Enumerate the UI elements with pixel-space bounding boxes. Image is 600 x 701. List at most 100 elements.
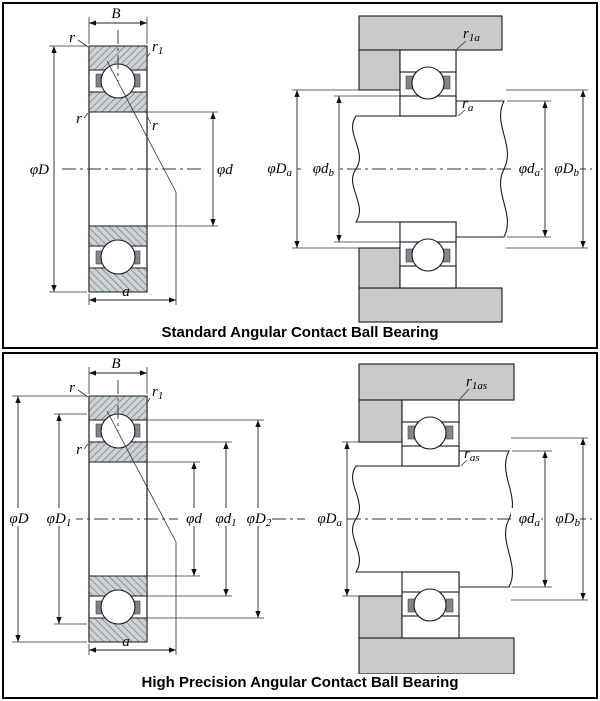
label-backing bbox=[511, 159, 541, 176]
dimension-ras: ras bbox=[460, 446, 480, 467]
dimension-phiD: φD bbox=[5, 395, 87, 643]
mounting-diagram bbox=[272, 15, 592, 323]
dimension-phida: φda bbox=[511, 450, 552, 588]
label-backing bbox=[210, 508, 242, 526]
label-backing bbox=[242, 508, 276, 526]
cross-section-diagram bbox=[44, 380, 274, 643]
dimension-r1as: r1as bbox=[459, 374, 487, 400]
dim-label-phiDa: φDa bbox=[267, 161, 292, 179]
dim-label-a: a bbox=[122, 634, 130, 650]
dimension-r-mid-left: r bbox=[76, 111, 89, 127]
leader-line bbox=[460, 459, 468, 467]
panel-title-high-precision: High Precision Angular Contact Ball Bear… bbox=[141, 674, 459, 691]
label-backing bbox=[178, 508, 210, 526]
contact-angle-line bbox=[106, 60, 177, 193]
dim-label-r1: r1 bbox=[152, 39, 163, 57]
dim-label-r1: r1 bbox=[152, 384, 163, 402]
dimension-r-top: r bbox=[69, 380, 89, 398]
dim-label-phidb: φdb bbox=[313, 161, 335, 179]
dimension-phiDa: φDa bbox=[255, 89, 359, 249]
leader-line bbox=[459, 388, 470, 400]
dimension-phiDb: φDb bbox=[511, 437, 588, 601]
leader-line bbox=[146, 52, 151, 58]
dim-label-phida: φda bbox=[519, 511, 541, 529]
dim-label-phiDa: φDa bbox=[317, 511, 342, 529]
dim-label-a: a bbox=[122, 284, 130, 300]
bearing-section-bottom bbox=[88, 225, 148, 293]
leader-line bbox=[83, 443, 89, 450]
dim-label-phiD: φD bbox=[9, 511, 28, 527]
dimension-ra: ra bbox=[457, 96, 474, 117]
dimension-B: B bbox=[88, 356, 148, 394]
contact-angle-line bbox=[106, 410, 177, 543]
dim-label-phiD: φD bbox=[30, 162, 49, 178]
bearing-section-bottom bbox=[88, 575, 148, 643]
standard-bearing-figure: B r r1 r r φD bbox=[30, 6, 592, 323]
panel-standard: B r r1 r r φD bbox=[2, 2, 598, 349]
dim-label-phida: φda bbox=[519, 161, 541, 179]
dimension-phiD: φD bbox=[30, 45, 87, 293]
cross-section-diagram bbox=[62, 30, 204, 293]
dimension-B: B bbox=[88, 6, 148, 44]
dim-label-r1a: r1a bbox=[463, 26, 480, 44]
dimension-phida: φda bbox=[507, 100, 551, 238]
dimension-phiD1: φD1 bbox=[42, 413, 87, 625]
leader-line bbox=[83, 112, 89, 119]
housing-block bbox=[358, 15, 503, 51]
housing-and-bearing-top bbox=[358, 15, 503, 117]
dimension-r-mid: r bbox=[76, 442, 89, 458]
dimension-r-top: r bbox=[69, 30, 89, 48]
dimension-phiD2: φD2 bbox=[147, 419, 276, 619]
dimension-phid: φd bbox=[147, 111, 233, 227]
dimension-phiDa: φDa bbox=[305, 441, 359, 597]
label-backing bbox=[547, 508, 580, 526]
dim-label-ras: ras bbox=[464, 446, 480, 464]
label-backing bbox=[5, 508, 34, 526]
dimension-phiDb: φDb bbox=[506, 89, 588, 249]
leader-line bbox=[457, 109, 466, 117]
dim-label-phiDb: φDb bbox=[555, 511, 580, 529]
dim-label-phiD2: φD2 bbox=[247, 511, 272, 529]
dimension-phid1: φd1 bbox=[147, 441, 242, 597]
dim-label-r-mid-right: r bbox=[152, 118, 158, 134]
dim-label-phiD1: φD1 bbox=[47, 511, 72, 529]
high-precision-bearing-figure: B r r1 r φD bbox=[5, 356, 592, 674]
label-backing bbox=[547, 159, 580, 176]
dim-label-phid1: φd1 bbox=[215, 511, 236, 529]
housing-and-bearing-top bbox=[358, 363, 515, 467]
housing-block bbox=[358, 363, 515, 401]
dim-label-phid: φd bbox=[217, 162, 233, 178]
dimension-a: a bbox=[88, 192, 177, 305]
panel-title-standard: Standard Angular Contact Ball Bearing bbox=[161, 324, 439, 341]
dim-label-r-top: r bbox=[69, 380, 75, 396]
housing-shoulder bbox=[358, 399, 403, 443]
label-backing bbox=[305, 508, 344, 526]
dim-label-B: B bbox=[111, 6, 120, 22]
label-backing bbox=[42, 508, 76, 526]
ball bbox=[413, 416, 447, 450]
label-backing bbox=[301, 159, 336, 176]
dimension-r1a: r1a bbox=[456, 26, 480, 50]
leader-line bbox=[146, 397, 151, 404]
cage-right bbox=[445, 425, 454, 440]
dim-label-phid: φd bbox=[186, 511, 202, 527]
dim-label-r-mid-left: r bbox=[76, 111, 82, 127]
leader-line bbox=[146, 115, 152, 125]
dim-label-r-mid: r bbox=[76, 442, 82, 458]
dim-label-r-top: r bbox=[69, 30, 75, 46]
dim-label-r1as: r1as bbox=[466, 374, 487, 392]
label-backing bbox=[511, 508, 541, 526]
dimension-a: a bbox=[88, 542, 177, 655]
panel-high-precision: B r r1 r φD bbox=[2, 352, 598, 699]
label-backing bbox=[255, 159, 294, 176]
dimension-r1: r1 bbox=[146, 39, 163, 58]
housing-shoulder bbox=[358, 49, 401, 91]
dimension-r-mid-right: r bbox=[146, 115, 158, 134]
dimension-r1: r1 bbox=[146, 384, 163, 404]
dim-label-B: B bbox=[111, 356, 120, 372]
mounting-diagram bbox=[272, 363, 592, 674]
dim-label-ra: ra bbox=[462, 96, 474, 114]
leader-line bbox=[456, 40, 467, 50]
dim-label-phiDb: φDb bbox=[554, 161, 579, 179]
